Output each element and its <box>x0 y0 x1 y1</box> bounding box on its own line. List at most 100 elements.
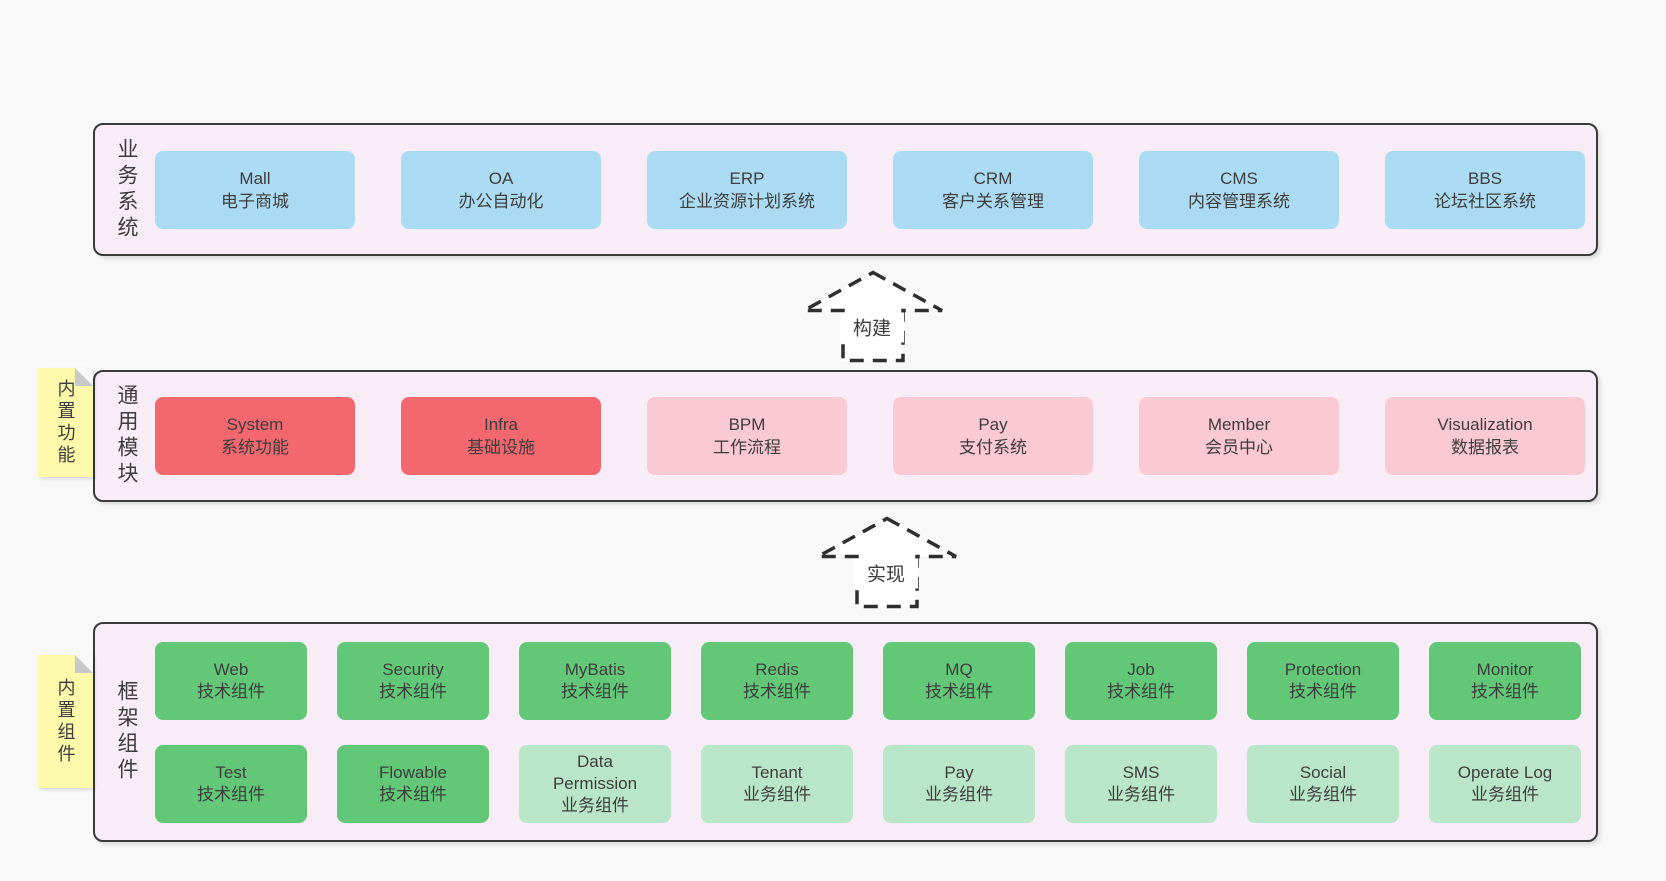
box-bpm: BPM 工作流程 <box>647 397 847 475</box>
arrow-label-implement: 实现 <box>867 564 905 586</box>
box-mq: MQ 技术组件 <box>883 641 1035 720</box>
box-pay-module: Pay 支付系统 <box>893 397 1093 475</box>
box-subtitle: 工作流程 <box>713 438 781 457</box>
box-title: Monitor <box>1476 659 1534 679</box>
box-subtitle: 论坛社区系统 <box>1434 191 1536 211</box>
box-title: BPM <box>728 415 766 434</box>
component-rows: Web 技术组件 Security 技术组件 MyBatis 技术组件 Redi… <box>155 641 1581 823</box>
box-data-permission: Data Permission 业务组件 <box>519 744 671 823</box>
box-title: Member <box>1207 415 1271 434</box>
box-subtitle: 业务组件 <box>743 784 811 804</box>
box-redis: Redis 技术组件 <box>701 641 853 720</box>
box-title: Tenant <box>751 762 803 782</box>
layer-label-components: 框架组件 <box>115 680 138 784</box>
sticky-fold-icon <box>75 655 93 673</box>
sticky-fold-icon <box>75 368 93 386</box>
layer-common-modules: 通用模块 System 系统功能 Infra 基础设施 BPM 工作流程 Pay… <box>93 370 1598 502</box>
box-subtitle: 业务组件 <box>1289 784 1357 804</box>
box-visualization: Visualization 数据报表 <box>1385 397 1585 475</box>
box-tenant: Tenant 业务组件 <box>701 744 853 823</box>
box-title: System <box>226 415 284 434</box>
box-subtitle: 业务组件 <box>925 784 993 804</box>
box-title: Pay <box>978 415 1008 434</box>
arrow-label-build: 构建 <box>853 318 891 340</box>
box-subtitle: 技术组件 <box>925 681 993 701</box>
box-subtitle: 技术组件 <box>197 784 265 804</box>
box-title: Redis <box>755 659 799 679</box>
box-cms: CMS 内容管理系统 <box>1139 150 1339 229</box>
sticky-note-builtin-components: 内置组件 <box>38 655 93 788</box>
box-member: Member 会员中心 <box>1139 397 1339 475</box>
box-subtitle: 内容管理系统 <box>1188 191 1290 211</box>
box-crm: CRM 客户关系管理 <box>893 150 1093 229</box>
box-security: Security 技术组件 <box>337 641 489 720</box>
box-subtitle: 技术组件 <box>1289 681 1357 701</box>
sticky-label: 内置组件 <box>55 677 76 766</box>
layer-label-business: 业务系统 <box>115 137 138 242</box>
box-subtitle: 技术组件 <box>561 681 629 701</box>
box-subtitle: 技术组件 <box>743 681 811 701</box>
box-subtitle: 数据报表 <box>1451 438 1519 457</box>
box-subtitle: 基础设施 <box>467 438 535 457</box>
box-subtitle: 技术组件 <box>1471 681 1539 701</box>
box-title: Mall <box>239 168 271 188</box>
box-system: System 系统功能 <box>155 397 355 475</box>
box-title: CMS <box>1220 168 1258 188</box>
box-subtitle: 系统功能 <box>221 438 289 457</box>
box-monitor: Monitor 技术组件 <box>1429 641 1581 720</box>
box-title: MyBatis <box>564 659 626 679</box>
box-subtitle: 电子商城 <box>221 191 289 211</box>
box-subtitle: 办公自动化 <box>458 191 544 211</box>
box-flowable: Flowable 技术组件 <box>337 744 489 823</box>
box-title: Infra <box>483 415 519 434</box>
component-row-2: Test 技术组件 Flowable 技术组件 Data Permission … <box>155 744 1581 823</box>
box-title: Visualization <box>1437 415 1533 434</box>
box-sms: SMS 业务组件 <box>1065 744 1217 823</box>
implement-arrow-icon: 实现 <box>817 516 957 609</box>
box-subtitle: 业务组件 <box>1107 784 1175 804</box>
layer-label-modules: 通用模块 <box>115 384 138 488</box>
layer-framework-components: 框架组件 Web 技术组件 Security 技术组件 MyBatis 技术组件… <box>93 622 1598 842</box>
box-subtitle: 技术组件 <box>197 681 265 701</box>
box-subtitle: 客户关系管理 <box>942 191 1044 211</box>
box-title: Data Permission <box>552 751 638 793</box>
box-bbs: BBS 论坛社区系统 <box>1385 150 1585 229</box>
box-subtitle: 支付系统 <box>959 438 1027 457</box>
layer-business-systems: 业务系统 Mall 电子商城 OA 办公自动化 ERP 企业资源计划系统 CRM… <box>93 123 1598 256</box>
box-title: Security <box>382 659 444 679</box>
box-title: Web <box>213 659 249 679</box>
box-subtitle: 企业资源计划系统 <box>679 191 815 211</box>
box-title: Protection <box>1284 659 1362 679</box>
box-subtitle: 会员中心 <box>1205 438 1273 457</box>
box-title: BBS <box>1467 168 1503 188</box>
box-title: Flowable <box>378 762 448 782</box>
box-test: Test 技术组件 <box>155 744 307 823</box>
box-oa: OA 办公自动化 <box>401 150 601 229</box>
box-mybatis: MyBatis 技术组件 <box>519 641 671 720</box>
box-subtitle: 技术组件 <box>379 784 447 804</box>
box-pay-component: Pay 业务组件 <box>883 744 1035 823</box>
box-web: Web 技术组件 <box>155 641 307 720</box>
box-title: Pay <box>944 762 974 782</box>
box-title: Operate Log <box>1457 762 1553 782</box>
sticky-label: 内置功能 <box>55 378 76 467</box>
box-protection: Protection 技术组件 <box>1247 641 1399 720</box>
box-subtitle: 技术组件 <box>379 681 447 701</box>
box-infra: Infra 基础设施 <box>401 397 601 475</box>
box-title: MQ <box>945 659 973 679</box>
component-row-1: Web 技术组件 Security 技术组件 MyBatis 技术组件 Redi… <box>155 641 1581 720</box>
box-title: Social <box>1299 762 1347 782</box>
box-social: Social 业务组件 <box>1247 744 1399 823</box>
box-title: Job <box>1127 659 1155 679</box>
box-erp: ERP 企业资源计划系统 <box>647 150 847 229</box>
box-mall: Mall 电子商城 <box>155 150 355 229</box>
box-title: CRM <box>973 168 1013 188</box>
box-subtitle: 业务组件 <box>1471 784 1539 804</box>
box-operate-log: Operate Log 业务组件 <box>1429 744 1581 823</box>
box-title: SMS <box>1122 762 1160 782</box>
box-title: Test <box>215 762 247 782</box>
sticky-note-builtin-features: 内置功能 <box>38 368 93 477</box>
box-subtitle: 业务组件 <box>561 795 629 815</box>
module-boxes: System 系统功能 Infra 基础设施 BPM 工作流程 Pay 支付系统… <box>155 397 1585 475</box>
